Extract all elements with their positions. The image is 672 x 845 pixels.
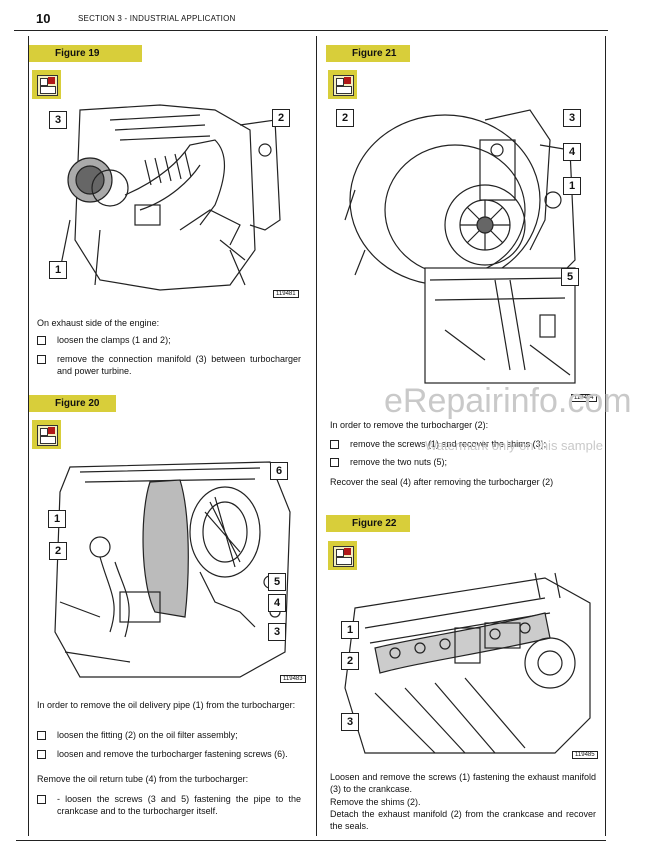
figure-19-number: 119481 <box>273 290 299 298</box>
fig19-step-1-text: loosen the clamps (1 and 2); <box>57 335 171 345</box>
fig19-step-2-text: remove the connection manifold (3) betwe… <box>57 354 301 376</box>
watermark-brand: eRepairinfo.com <box>384 382 632 420</box>
fig20-intro-text: In order to remove the oil delivery pipe… <box>37 700 296 710</box>
figure-22-callout-3: 3 <box>341 713 359 731</box>
figure-21-callout-1: 1 <box>563 177 581 195</box>
figure-21-icon <box>328 70 357 99</box>
column-divider-center <box>316 36 317 836</box>
figure-20-callout-1: 1 <box>48 510 66 528</box>
fig21-step-2-text: remove the two nuts (5); <box>350 457 448 467</box>
fig19-intro-text: On exhaust side of the engine: <box>37 318 160 328</box>
fig19-step-1: loosen the clamps (1 and 2); <box>37 334 301 346</box>
figure-21-callout-2: 2 <box>336 109 354 127</box>
fig20-step-2-text: loosen and remove the turbocharger faste… <box>57 749 288 759</box>
figure-20-number: 119483 <box>280 675 306 683</box>
figure-21-callout-3: 3 <box>563 109 581 127</box>
figure-19-label: Figure 19 <box>29 45 142 62</box>
figure-21-number: 119484 <box>571 394 597 402</box>
figure-21-callout-4: 4 <box>563 143 581 161</box>
figure-21-drawing <box>344 109 576 384</box>
figure-20-callout-5: 5 <box>268 573 286 591</box>
fig20-step-1: loosen the fitting (2) on the oil filter… <box>37 729 301 741</box>
fig21-step-2: remove the two nuts (5); <box>330 456 596 468</box>
figure-20-callout-3: 3 <box>268 623 286 641</box>
watermark-note: Watermark only on this sample <box>425 438 603 453</box>
page-header: 10 SECTION 3 - INDUSTRIAL APPLICATION <box>14 8 608 31</box>
fig22-para-1: Loosen and remove the screws (1) fasteni… <box>330 772 596 794</box>
fig19-step-2: remove the connection manifold (3) betwe… <box>37 353 301 377</box>
figure-19-callout-2: 2 <box>272 109 290 127</box>
checkbox-square-icon <box>37 795 46 804</box>
page-bottom-rule <box>16 840 606 841</box>
checkbox-square-icon <box>330 458 339 467</box>
figure-20-callout-2: 2 <box>49 542 67 560</box>
fig20-step-2: loosen and remove the turbocharger faste… <box>37 748 301 760</box>
checkbox-square-icon <box>37 731 46 740</box>
column-divider-left <box>28 36 29 836</box>
fig21-step-1-text: remove the screws (1) and recover the sh… <box>350 439 547 449</box>
figure-22-label: Figure 22 <box>326 515 410 532</box>
figure-19-callout-3: 3 <box>49 111 67 129</box>
figure-20-callout-4: 4 <box>268 594 286 612</box>
figure-22-number: 119485 <box>572 751 598 759</box>
fig20-return-step: - loosen the screws (3 and 5) fastening … <box>37 793 301 817</box>
figure-20-callout-6: 6 <box>270 462 288 480</box>
fig20-step-1-text: loosen the fitting (2) on the oil filter… <box>57 730 238 740</box>
figure-22-callout-1: 1 <box>341 621 359 639</box>
figure-21-label: Figure 21 <box>326 45 410 62</box>
fig20-return-step-text: - loosen the screws (3 and 5) fastening … <box>57 794 301 816</box>
checkbox-square-icon <box>330 440 339 449</box>
page-number: 10 <box>36 11 51 26</box>
fig21-intro-text: In order to remove the turbocharger (2): <box>330 420 489 430</box>
fig21-seal-text: Recover the seal (4) after removing the … <box>330 477 554 487</box>
figure-20-drawing <box>54 461 291 678</box>
figure-20-label: Figure 20 <box>29 395 116 412</box>
figure-22-callout-2: 2 <box>341 652 359 670</box>
figure-21-callout-5: 5 <box>561 268 579 286</box>
section-title: SECTION 3 - INDUSTRIAL APPLICATION <box>78 14 236 23</box>
figure-22-drawing <box>344 572 591 754</box>
column-divider-right <box>605 36 606 836</box>
checkbox-square-icon <box>37 750 46 759</box>
figure-22-icon <box>328 541 357 570</box>
figure-19-icon <box>32 70 61 99</box>
fig20-return-text: Remove the oil return tube (4) from the … <box>37 774 249 784</box>
fig21-step-1: remove the screws (1) and recover the sh… <box>330 438 596 450</box>
checkbox-square-icon <box>37 355 46 364</box>
fig22-para-2: Remove the shims (2). <box>330 797 421 807</box>
figure-19-callout-1: 1 <box>49 261 67 279</box>
figure-19-drawing <box>59 104 281 291</box>
fig22-para-3: Detach the exhaust manifold (2) from the… <box>330 809 596 831</box>
figure-20-icon <box>32 420 61 449</box>
checkbox-square-icon <box>37 336 46 345</box>
